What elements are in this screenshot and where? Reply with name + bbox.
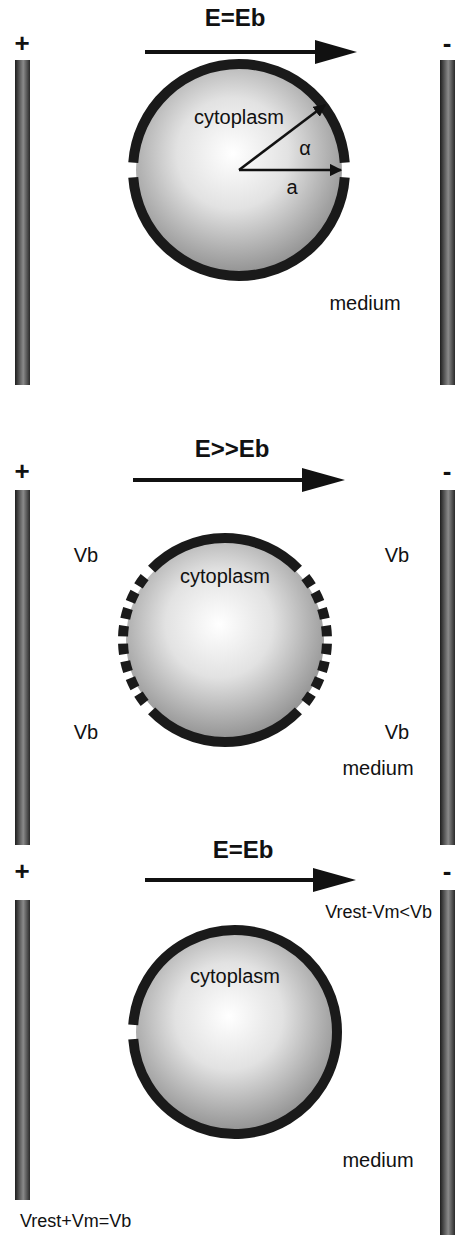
membrane-segment: [138, 694, 144, 703]
membrane-segment: [138, 577, 144, 586]
cell: cytoplasm: [127, 58, 351, 282]
membrane-segment: [152, 538, 299, 569]
medium-label: medium: [342, 758, 413, 778]
membrane-segment: [133, 177, 344, 276]
cell-outline: [127, 924, 343, 1140]
cell: cytoplasm: [127, 924, 343, 1140]
cell: cytoplasm: [117, 532, 333, 748]
polarity-sign: -: [443, 458, 452, 484]
membrane-segment: [322, 661, 325, 671]
cell-label: cytoplasm: [127, 966, 343, 986]
polarity-sign: +: [14, 858, 29, 884]
voltage-condition: Vrest-Vm<Vb: [325, 903, 432, 921]
polarity-sign: +: [14, 458, 29, 484]
radius-arrow: [239, 169, 341, 172]
voltage-condition: Vrest+Vm=Vb: [20, 1212, 131, 1230]
medium-label: medium: [329, 293, 400, 313]
angle-symbol: α: [299, 138, 311, 158]
voltage-label: Vb: [385, 722, 409, 742]
field-label: E=Eb: [213, 838, 274, 862]
cell-label: cytoplasm: [117, 566, 333, 586]
field-label: E>>Eb: [195, 437, 270, 461]
field-arrow: [145, 878, 316, 882]
membrane-segment: [315, 678, 320, 688]
cell-outline: [117, 532, 333, 748]
field-label: E=Eb: [205, 6, 266, 30]
voltage-label: Vb: [74, 545, 98, 565]
field-arrow: [145, 50, 318, 54]
polarity-sign: +: [14, 30, 29, 56]
membrane-segment: [130, 592, 135, 602]
membrane-segment: [321, 644, 332, 655]
electrode-plate: [440, 890, 455, 1235]
membrane-segment: [152, 711, 299, 742]
radius-symbol: a: [286, 177, 297, 197]
field-arrowhead: [315, 40, 357, 64]
electrode-plate: [15, 60, 30, 385]
field-arrowhead: [302, 468, 345, 492]
electrode-plate: [440, 490, 455, 845]
membrane-segment: [305, 694, 311, 703]
cell-outline: [127, 58, 351, 282]
membrane-segment: [315, 592, 320, 602]
cell-label: cytoplasm: [127, 107, 351, 127]
electrode-plate: [15, 900, 30, 1200]
membrane-segment: [118, 644, 129, 655]
membrane-segment: [305, 577, 311, 586]
polarity-sign: -: [443, 30, 452, 56]
voltage-label: Vb: [385, 545, 409, 565]
membrane-segment: [321, 626, 332, 637]
membrane-segment: [125, 661, 128, 671]
electrode-plate: [440, 60, 455, 385]
membrane-segment: [125, 608, 128, 618]
polarity-sign: -: [443, 858, 452, 884]
electrode-plate: [15, 490, 30, 845]
membrane-segment: [322, 608, 325, 618]
membrane-segment: [130, 678, 135, 688]
field-arrowhead: [313, 868, 356, 892]
membrane-segment: [133, 930, 337, 1134]
field-arrow: [133, 478, 305, 482]
membrane-segment: [118, 626, 129, 637]
voltage-label: Vb: [74, 722, 98, 742]
medium-label: medium: [342, 1150, 413, 1170]
